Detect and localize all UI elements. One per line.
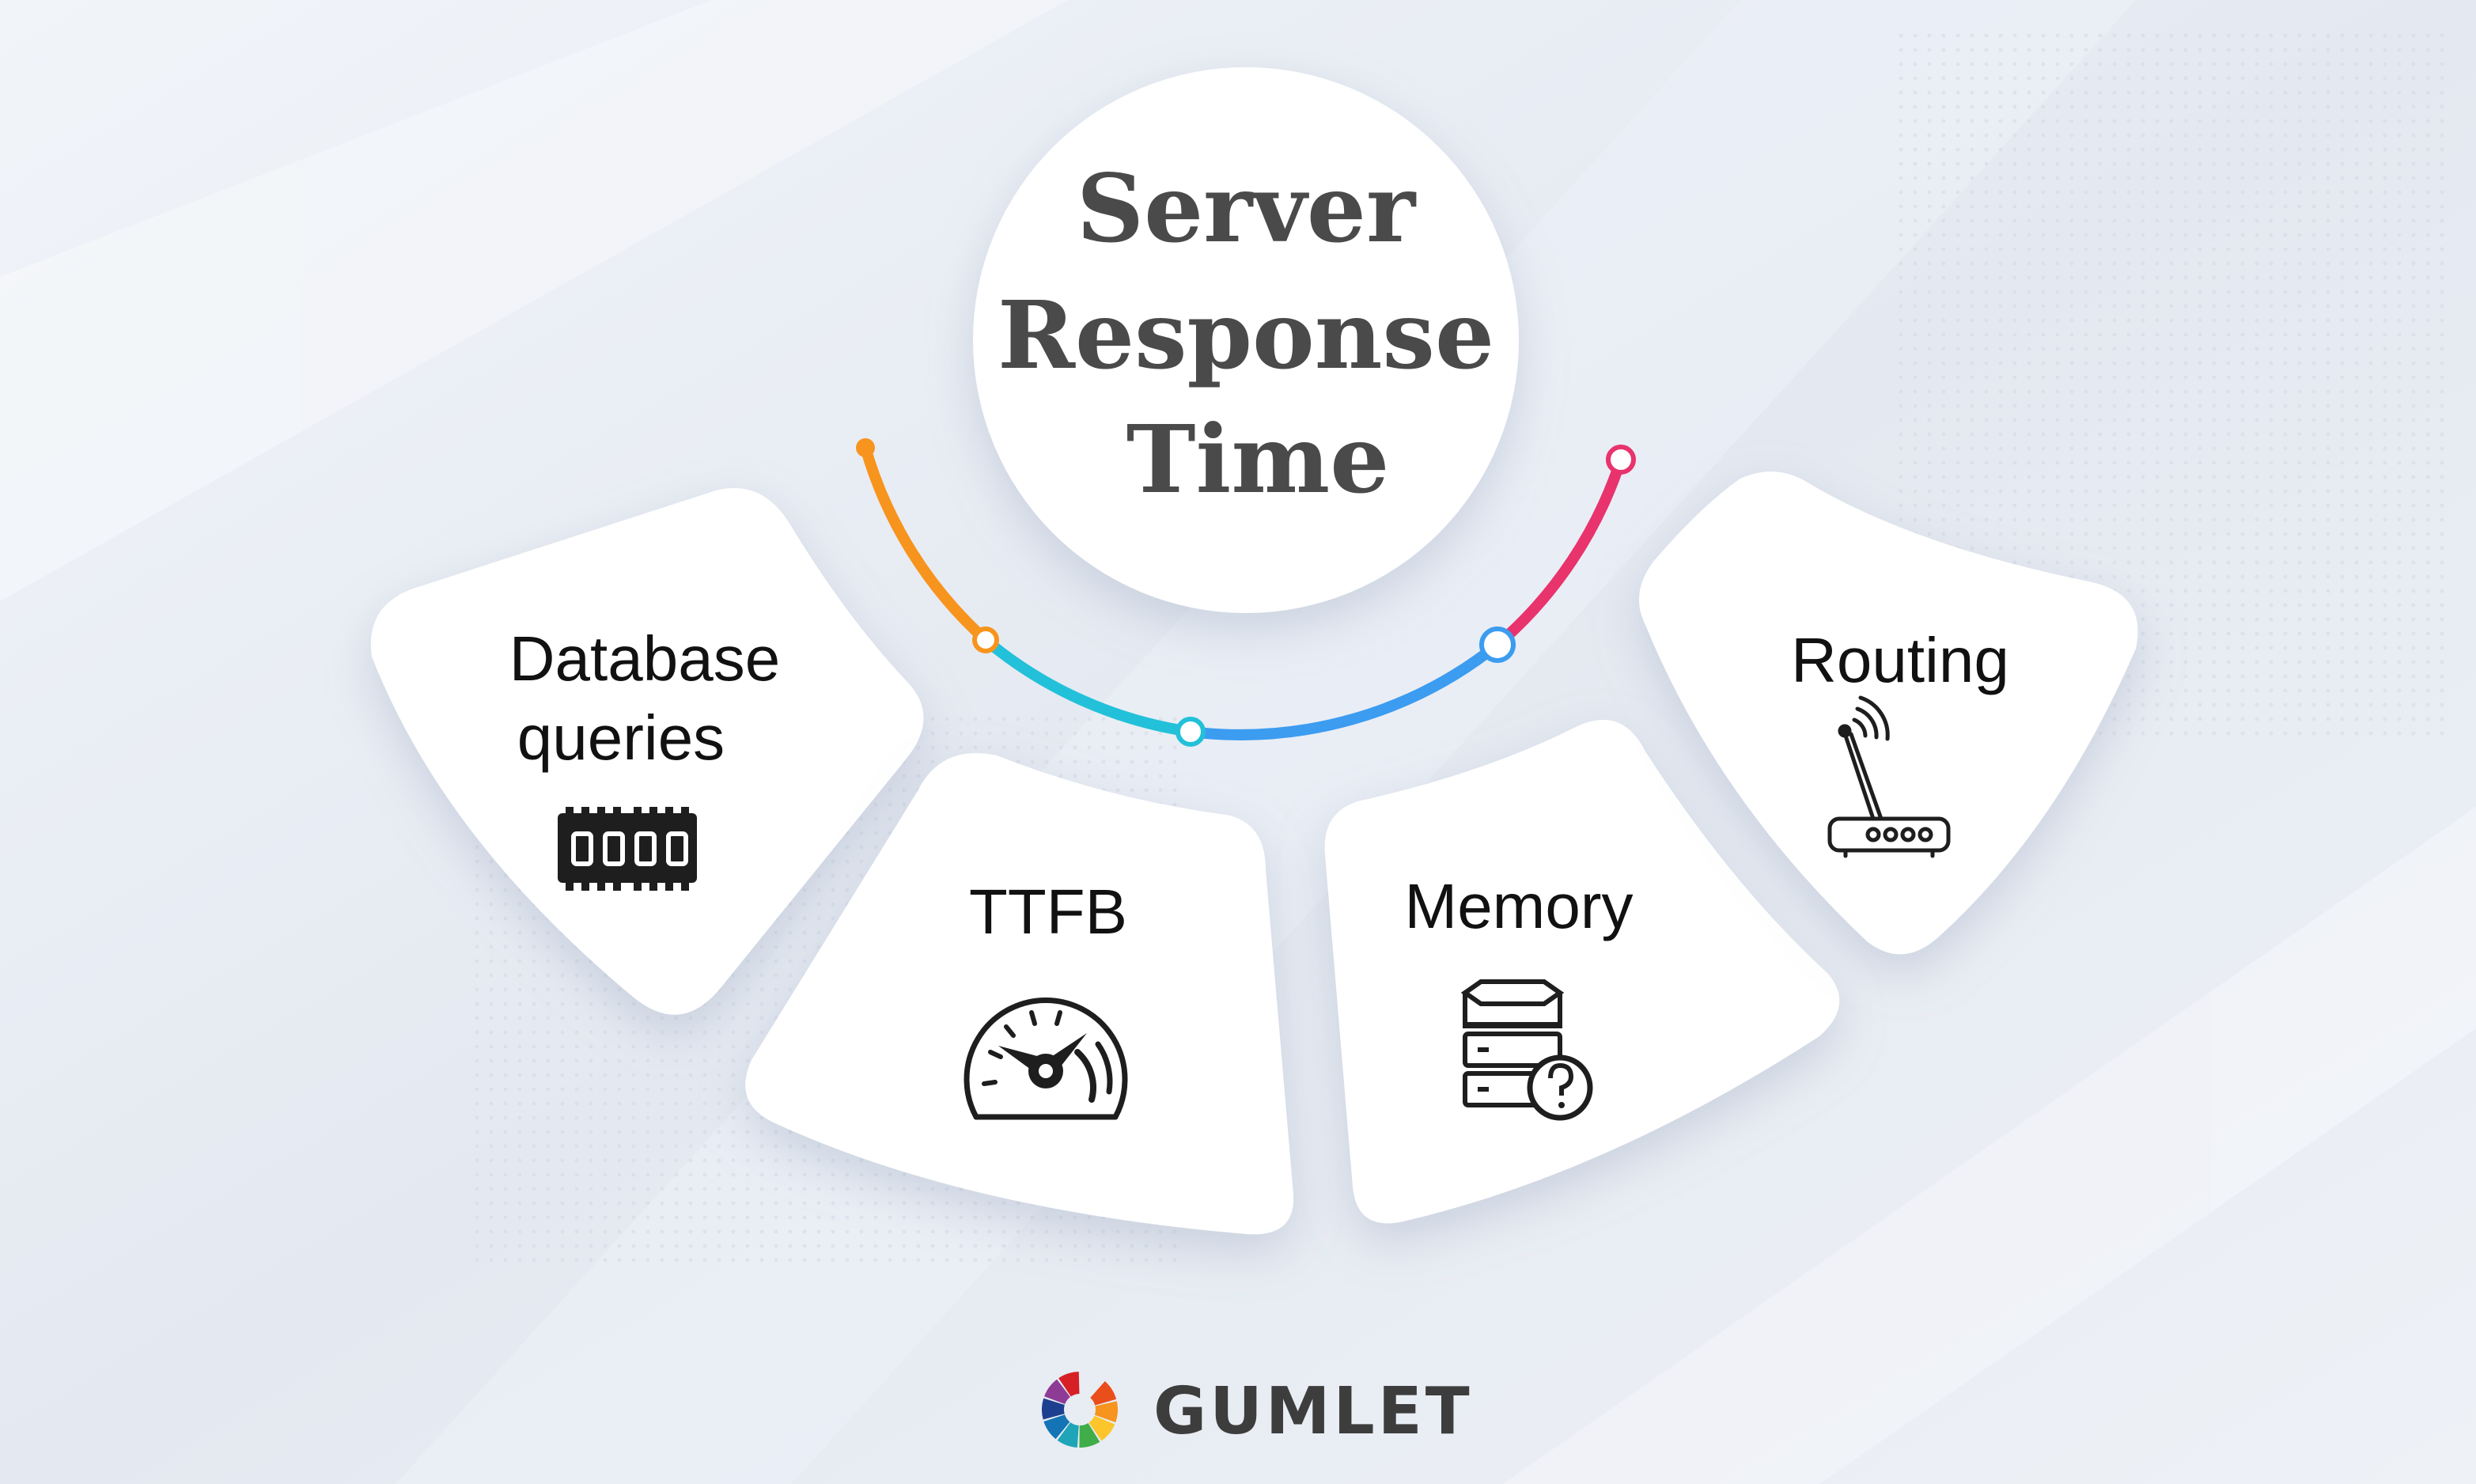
arc-node-2 [1176,717,1206,747]
logo-segment [1041,1398,1065,1420]
database-question-icon [1460,979,1593,1121]
logo-segment [1057,1422,1079,1448]
arc-segment-pink [1492,454,1626,650]
arc-segment-orange [860,442,991,645]
title-badge: Server Response Time [973,67,1519,613]
logo-segment [1044,1379,1070,1405]
arc-node-start [856,438,875,457]
arc-nodes [856,438,1636,747]
title-line-1: Server [1077,153,1417,263]
arc-segment-blue [1185,639,1503,740]
card-shape-routing [1639,471,2138,955]
progress-arc [860,442,1626,740]
card-shape-ttfb [745,753,1294,1235]
logo-segment [1058,1372,1080,1397]
title-line-2: Response [998,280,1494,390]
card-database-queries: Database queries [370,488,924,1015]
arc-segment-cyan [980,634,1196,737]
arc-node-end [1606,445,1636,475]
logo-segment [1088,1415,1115,1441]
card-shape-database-queries [370,488,924,1015]
wifi-router-icon [1827,695,1951,858]
title-circle [973,67,1519,613]
card-label-database-queries-line-2: queries [517,702,725,773]
card-label-routing: Routing [1791,625,2009,695]
speedometer-icon [964,998,1128,1120]
memory-chip-icon [558,807,697,891]
card-label-database-queries-line-1: Database [509,623,780,694]
card-shape-memory [1324,720,1840,1224]
card-label-ttfb: TTFB [969,876,1127,947]
card-routing: Routing [1639,471,2138,955]
logo-segment [1079,1422,1100,1448]
arc-node-1 [972,627,999,653]
logo-segment [1043,1414,1070,1440]
gumlet-logo-icon [1041,1372,1119,1448]
card-label-memory: Memory [1405,871,1634,941]
logo-segment [1094,1401,1119,1423]
title-line-3: Time [1126,404,1390,514]
card-ttfb: TTFB [745,753,1294,1235]
brand: GUMLET [1041,1372,1473,1449]
card-memory: Memory [1324,720,1840,1224]
arc-node-3 [1479,627,1516,663]
brand-name: GUMLET [1153,1374,1473,1449]
logo-segment [1090,1381,1117,1406]
